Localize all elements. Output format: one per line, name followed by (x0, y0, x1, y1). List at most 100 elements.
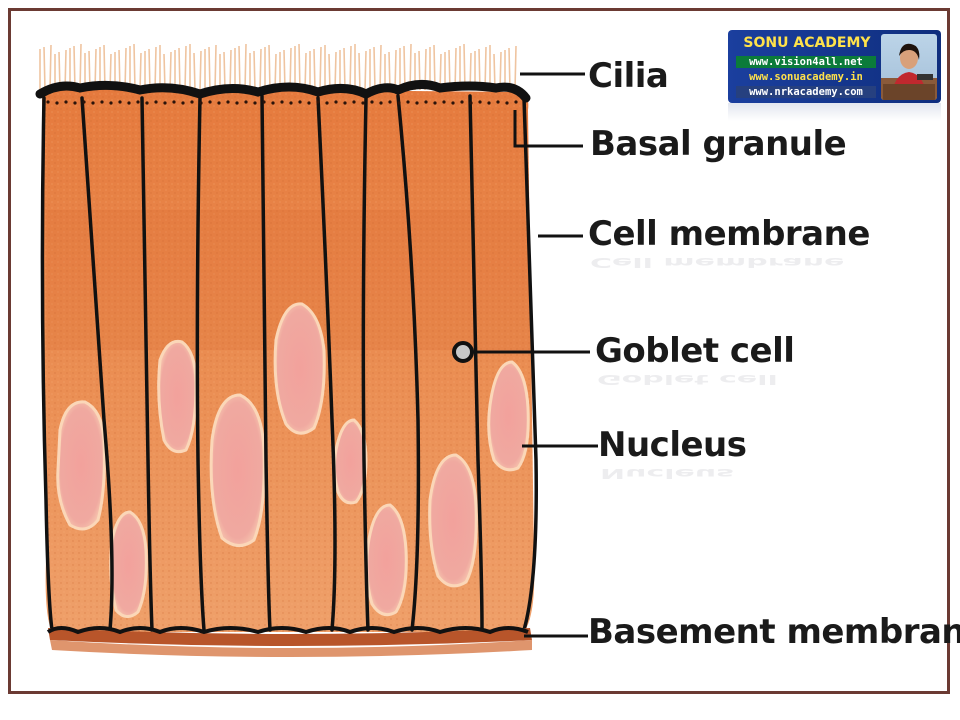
nucleus-shape (157, 339, 198, 454)
cilium (49, 44, 52, 91)
label-cilia: Cilia (588, 56, 669, 96)
cilium (379, 44, 382, 91)
nucleus-shape (365, 503, 408, 617)
basal-granule-dot (109, 101, 113, 105)
cilium (208, 46, 211, 91)
cilium (244, 43, 247, 91)
basal-granule-dot (460, 100, 464, 104)
watermark-url: www.nrkacademy.com (736, 86, 876, 98)
cilium (154, 46, 157, 91)
nucleus-shape (273, 302, 326, 435)
basement-membrane (46, 626, 532, 657)
label-cell-membrane: Cell membrane (588, 214, 870, 254)
nucleus-shape (56, 400, 106, 531)
basal-granule-dot (100, 100, 104, 104)
basal-granule-dot (397, 101, 401, 105)
cilium (133, 43, 136, 91)
cilium (514, 45, 517, 91)
basal-granule-dot (55, 101, 59, 105)
label-reflection: Cell membrane (590, 254, 845, 270)
basal-granule-dot (127, 101, 131, 105)
cilium (364, 50, 367, 91)
nuclei-group (56, 302, 530, 618)
basal-granule-dot (325, 101, 329, 105)
basal-granule-dot (262, 100, 266, 104)
basal-granule-dot (46, 100, 50, 104)
cilium (373, 46, 376, 91)
basal-granule-dot (505, 101, 509, 105)
cilium (304, 52, 307, 91)
cilium (229, 49, 232, 91)
cilium (334, 51, 337, 91)
cilium (319, 46, 322, 91)
cilium (193, 52, 196, 91)
label-basement-membrane: Basement membrane (588, 612, 960, 652)
basal-granule-dot (451, 101, 455, 105)
basal-granule-dot (361, 101, 365, 105)
basal-granule-dot (82, 100, 86, 104)
cilium (268, 44, 271, 91)
nucleus-shape (487, 360, 530, 472)
basal-granule-dot (442, 100, 446, 104)
label-basal-granule: Basal granule (590, 124, 847, 164)
basal-granule-dot (253, 101, 257, 105)
basal-granule-dot (289, 101, 293, 105)
basal-granule-dot (487, 101, 491, 105)
cilium (343, 47, 346, 91)
goblet-cell-marker (452, 341, 474, 363)
basal-granule-dot (316, 100, 320, 104)
basal-granule-dot (199, 101, 203, 105)
cilium (184, 45, 187, 91)
basal-granule-dot (334, 100, 338, 104)
cilium (139, 52, 142, 91)
label-pointers (472, 72, 598, 638)
cilium (178, 47, 181, 91)
basal-granule-dot (73, 101, 77, 105)
basal-granule-dot (307, 101, 311, 105)
basal-granule-dot (136, 100, 140, 104)
cilium (214, 44, 217, 91)
basal-granule-dot (388, 100, 392, 104)
basal-granule-dot (478, 100, 482, 104)
cilium (253, 50, 256, 91)
basal-granule-dot (64, 100, 68, 104)
cilium (394, 49, 397, 91)
cilium (349, 45, 352, 91)
basal-granule-dot (235, 101, 239, 105)
cilium (298, 43, 301, 91)
watermark-reflection (728, 103, 941, 121)
cilium (508, 47, 511, 91)
presenter-photo (881, 34, 937, 100)
cilium (148, 48, 151, 91)
cilium (43, 46, 46, 91)
label-nucleus: Nucleus (598, 425, 747, 465)
nucleus-shape (109, 510, 148, 618)
basal-granule-dot (172, 100, 176, 104)
basal-granule-dot (415, 101, 419, 105)
basal-granule-dot (154, 100, 158, 104)
cilium (199, 50, 202, 91)
basal-granule-dot (145, 101, 149, 105)
cilium (328, 53, 331, 91)
basal-granule-dot (181, 101, 185, 105)
basal-granule-dot (118, 100, 122, 104)
basal-granule-dot (91, 101, 95, 105)
basal-granule-dot (298, 100, 302, 104)
basal-granule-dot (433, 101, 437, 105)
basal-granule-dot (208, 100, 212, 104)
watermark-title: SONU ACADEMY (743, 35, 871, 51)
basal-granule-dot (226, 100, 230, 104)
basal-granule-dot (469, 101, 473, 105)
basal-granule-dot (217, 101, 221, 105)
basal-granule-dot (163, 101, 167, 105)
apical-border (35, 80, 531, 105)
watermark-url: www.vision4all.net (736, 56, 876, 68)
basal-granule-dot (352, 100, 356, 104)
nucleus-shape (209, 393, 266, 547)
basal-granule-dot (424, 100, 428, 104)
basal-granule-dot (271, 101, 275, 105)
basal-granule-dot (514, 100, 518, 104)
label-reflection: Goblet cell (597, 371, 778, 387)
basal-granule-dot (379, 101, 383, 105)
